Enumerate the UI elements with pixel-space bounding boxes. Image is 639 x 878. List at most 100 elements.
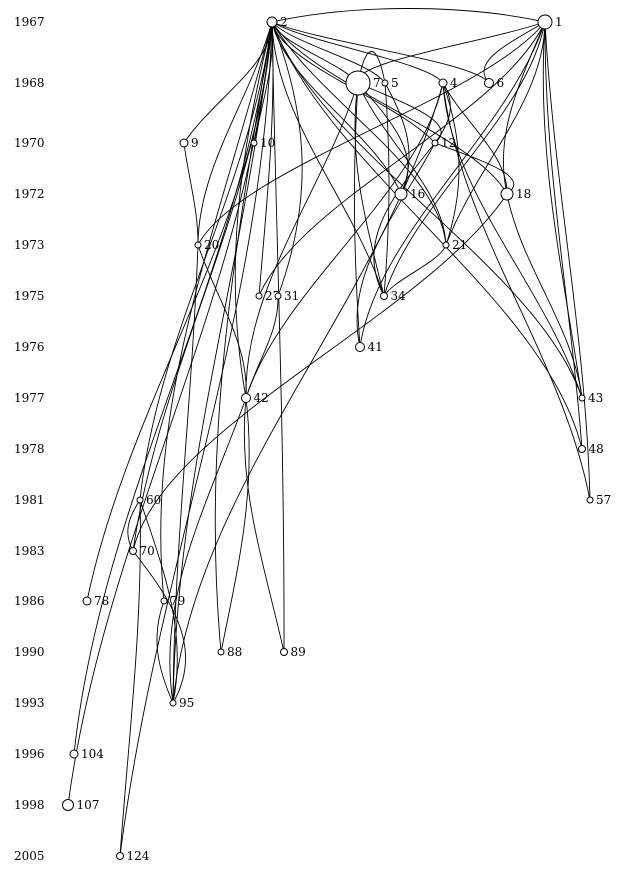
node-79[interactable]: 79 <box>160 594 185 608</box>
node-88[interactable]: 88 <box>217 645 242 659</box>
year-label-1981: 1981 <box>14 493 45 507</box>
node-marker-78[interactable] <box>82 596 92 606</box>
edge-2-95 <box>172 21 273 704</box>
node-70[interactable]: 70 <box>129 544 155 558</box>
edge-2-12 <box>271 21 436 144</box>
node-107[interactable]: 107 <box>62 798 100 812</box>
edge-4-21 <box>442 82 460 246</box>
node-label-78: 78 <box>94 594 109 608</box>
node-label-18: 18 <box>516 187 531 201</box>
node-label-60: 60 <box>146 493 161 507</box>
year-label-1986: 1986 <box>14 594 45 608</box>
node-marker-41[interactable] <box>355 342 365 352</box>
node-marker-89[interactable] <box>280 648 288 656</box>
edge-2-48 <box>271 21 583 450</box>
edge-12-18 <box>434 142 515 195</box>
edge-12-41 <box>356 142 436 348</box>
edge-18-43 <box>506 193 583 399</box>
node-7[interactable]: 7 <box>345 70 381 96</box>
node-label-107: 107 <box>77 798 100 812</box>
node-marker-104[interactable] <box>69 749 79 759</box>
node-27[interactable]: 27 <box>255 289 280 303</box>
node-41[interactable]: 41 <box>355 340 383 354</box>
node-marker-79[interactable] <box>160 597 168 605</box>
node-marker-5[interactable] <box>381 79 389 87</box>
node-marker-107[interactable] <box>62 799 74 811</box>
edge-2-88 <box>214 21 273 653</box>
node-48[interactable]: 48 <box>578 442 604 456</box>
node-marker-34[interactable] <box>380 292 388 300</box>
node-21[interactable]: 21 <box>442 238 467 252</box>
node-label-41: 41 <box>368 340 383 354</box>
edge-1-57 <box>544 21 591 501</box>
year-label-1975: 1975 <box>14 289 45 303</box>
node-marker-1[interactable] <box>537 14 553 30</box>
edge-9-20 <box>183 142 199 246</box>
node-marker-9[interactable] <box>179 138 189 148</box>
node-10[interactable]: 10 <box>250 136 275 150</box>
node-2[interactable]: 2 <box>266 15 288 29</box>
node-label-9: 9 <box>191 136 199 150</box>
node-9[interactable]: 9 <box>179 136 199 150</box>
node-124[interactable]: 124 <box>116 849 150 863</box>
edge-1-48 <box>544 21 583 450</box>
node-marker-42[interactable] <box>241 393 251 403</box>
node-95[interactable]: 95 <box>169 696 194 710</box>
edge-2-79 <box>160 21 273 602</box>
edge-79-95 <box>156 600 174 704</box>
node-marker-48[interactable] <box>578 445 586 453</box>
edge-20-42 <box>197 244 247 399</box>
node-marker-124[interactable] <box>116 852 124 860</box>
edge-4-18 <box>442 82 508 195</box>
node-12[interactable]: 12 <box>431 136 456 150</box>
node-marker-57[interactable] <box>586 496 594 504</box>
node-marker-88[interactable] <box>217 648 225 656</box>
node-marker-70[interactable] <box>129 547 137 555</box>
node-marker-95[interactable] <box>169 699 177 707</box>
edge-1-18 <box>502 21 546 195</box>
node-16[interactable]: 16 <box>394 187 425 201</box>
node-4[interactable]: 4 <box>438 76 458 90</box>
node-marker-31[interactable] <box>274 292 282 300</box>
node-marker-18[interactable] <box>500 187 514 201</box>
node-marker-60[interactable] <box>136 496 144 504</box>
node-marker-12[interactable] <box>431 139 439 147</box>
edge-1-20 <box>197 21 546 246</box>
node-57[interactable]: 57 <box>586 493 611 507</box>
node-18[interactable]: 18 <box>500 187 531 201</box>
node-marker-21[interactable] <box>442 241 450 249</box>
node-marker-2[interactable] <box>266 16 278 28</box>
node-marker-7[interactable] <box>345 70 371 96</box>
node-20[interactable]: 20 <box>194 238 219 252</box>
node-label-124: 124 <box>127 849 150 863</box>
node-label-70: 70 <box>140 544 155 558</box>
node-marker-6[interactable] <box>484 78 494 88</box>
year-label-1977: 1977 <box>14 391 45 405</box>
node-89[interactable]: 89 <box>280 645 306 659</box>
node-31[interactable]: 31 <box>274 289 299 303</box>
node-marker-10[interactable] <box>250 139 258 147</box>
node-60[interactable]: 60 <box>136 493 161 507</box>
node-6[interactable]: 6 <box>484 76 505 90</box>
node-104[interactable]: 104 <box>69 747 104 761</box>
node-5[interactable]: 5 <box>381 76 399 90</box>
node-marker-20[interactable] <box>194 241 202 249</box>
edge-1-41 <box>359 21 546 348</box>
node-43[interactable]: 43 <box>578 391 603 405</box>
node-marker-16[interactable] <box>394 187 408 201</box>
edge-2-4 <box>271 21 444 84</box>
node-label-20: 20 <box>204 238 219 252</box>
edge-70-95 <box>132 550 186 704</box>
year-label-1973: 1973 <box>14 238 45 252</box>
year-label-1998: 1998 <box>14 798 45 812</box>
node-1[interactable]: 1 <box>537 14 563 30</box>
node-label-43: 43 <box>588 391 603 405</box>
node-42[interactable]: 42 <box>241 391 269 405</box>
node-78[interactable]: 78 <box>82 594 109 608</box>
node-34[interactable]: 34 <box>380 289 407 303</box>
year-label-1968: 1968 <box>14 76 45 90</box>
node-marker-27[interactable] <box>255 292 263 300</box>
node-marker-4[interactable] <box>438 78 448 88</box>
node-marker-43[interactable] <box>578 394 586 402</box>
